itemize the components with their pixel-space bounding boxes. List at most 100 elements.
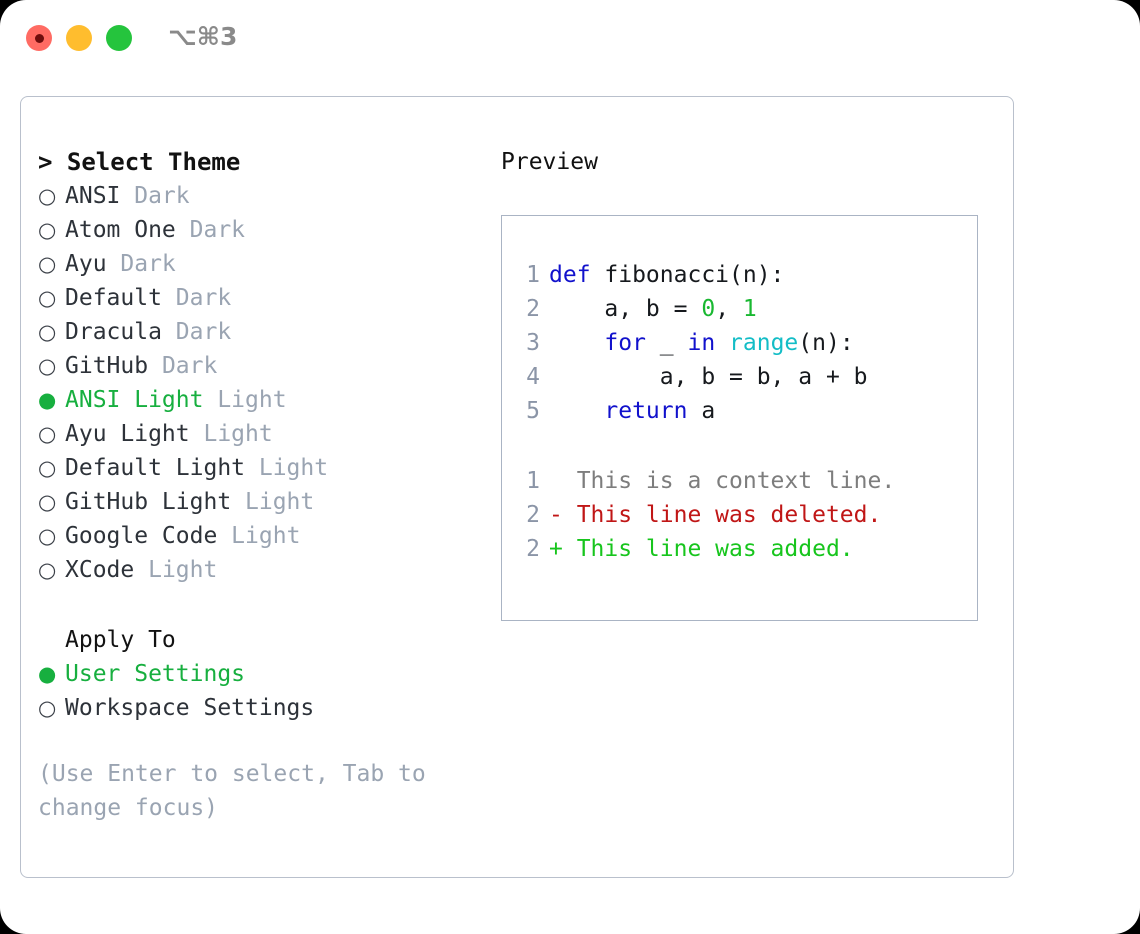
theme-option[interactable]: ○ GitHub Light Light: [38, 485, 498, 519]
theme-option-variant: Light: [245, 455, 329, 481]
radio-unselected-icon[interactable]: ○: [38, 696, 57, 720]
title-bar: ⌥⌘3: [0, 0, 1140, 78]
theme-option[interactable]: ○ Ayu Dark: [38, 247, 498, 281]
window-controls: [26, 25, 132, 51]
diff-line: 2 + This line was added.: [514, 532, 971, 566]
theme-option-label: GitHub: [65, 353, 149, 379]
theme-option-variant: Light: [134, 557, 218, 583]
radio-unselected-icon[interactable]: ○: [38, 320, 57, 344]
apply-to-option-label: User Settings: [65, 661, 246, 687]
code-token: fibonacci(n):: [590, 262, 785, 288]
code-token: a: [687, 398, 716, 424]
apply-to-option[interactable]: ● User Settings: [38, 657, 498, 691]
preview-heading: Preview: [501, 149, 598, 175]
theme-option[interactable]: ○ GitHub Dark: [38, 349, 498, 383]
line-number: 4: [526, 364, 540, 390]
code-token: [549, 398, 604, 424]
apply-to-option[interactable]: ○ Workspace Settings: [38, 691, 498, 725]
line-number: 5: [526, 398, 540, 424]
code-token: ,: [715, 296, 743, 322]
code-token: return: [604, 398, 688, 424]
code-token: (n):: [798, 330, 854, 356]
radio-unselected-icon[interactable]: ○: [38, 422, 57, 446]
radio-unselected-icon[interactable]: ○: [38, 558, 57, 582]
code-line: 2 a, b = 0, 1: [514, 292, 971, 326]
diff-line-number: 2: [526, 536, 540, 562]
code-token: [715, 330, 729, 356]
code-line-text: a, b = b, a + b: [540, 360, 868, 394]
code-line: 4 a, b = b, a + b: [514, 360, 971, 394]
theme-option-label: Google Code: [65, 523, 218, 549]
radio-unselected-icon[interactable]: ○: [38, 184, 57, 208]
theme-option-label: Atom One: [65, 217, 176, 243]
theme-option[interactable]: ○ ANSI Dark: [38, 179, 498, 213]
theme-option-label: Ayu: [65, 251, 107, 277]
diff-line: 1 This is a context line.: [514, 464, 971, 498]
code-token: [549, 330, 604, 356]
close-button[interactable]: [26, 25, 52, 51]
code-token: for: [604, 330, 646, 356]
code-token: 1: [742, 296, 757, 322]
apply-to-option-label: Workspace Settings: [65, 695, 315, 721]
theme-selector-column: > Select Theme ○ANSI Dark○Atom One Dark○…: [38, 145, 498, 825]
radio-unselected-icon[interactable]: ○: [38, 354, 57, 378]
theme-option[interactable]: ○ Default Dark: [38, 281, 498, 315]
section-spacer: [38, 587, 498, 623]
theme-option-variant: Light: [217, 523, 301, 549]
keyboard-shortcut-label: ⌥⌘3: [168, 22, 238, 51]
code-line-text: for _ in range(n):: [540, 326, 854, 360]
radio-unselected-icon[interactable]: ○: [38, 252, 57, 276]
minimize-button[interactable]: [66, 25, 92, 51]
theme-option-label: Dracula: [65, 319, 162, 345]
radio-unselected-icon[interactable]: ○: [38, 456, 57, 480]
diff-line-text: This is a context line.: [549, 468, 896, 494]
code-token: _: [645, 330, 688, 356]
theme-option[interactable]: ●ANSI Light Light: [38, 383, 498, 417]
theme-option-variant: Dark: [148, 353, 218, 379]
theme-option-variant: Dark: [175, 217, 246, 243]
theme-option-label: GitHub Light: [65, 489, 232, 515]
theme-option-variant: Dark: [161, 319, 232, 345]
diff-line-number: 1: [526, 468, 540, 494]
line-number: 1: [526, 262, 540, 288]
theme-option-label: ANSI: [65, 183, 121, 209]
theme-option[interactable]: ○ Google Code Light: [38, 519, 498, 553]
line-number: 2: [526, 296, 540, 322]
apply-to-list[interactable]: ● User Settings ○ Workspace Settings: [38, 657, 498, 725]
diff-line-text: + This line was added.: [549, 536, 854, 562]
code-line-text: return a: [540, 394, 715, 428]
theme-option-variant: Dark: [161, 285, 232, 311]
theme-option-variant: Light: [231, 489, 315, 515]
theme-option-variant: Dark: [120, 183, 190, 209]
keyboard-hint-text: (Use Enter to select, Tab to change focu…: [38, 761, 440, 821]
radio-unselected-icon[interactable]: ○: [38, 524, 57, 548]
theme-option[interactable]: ○XCode Light: [38, 553, 498, 587]
diff-sample: 1 This is a context line.2- This line wa…: [514, 464, 971, 566]
maximize-button[interactable]: [106, 25, 132, 51]
theme-option-variant: Light: [189, 421, 273, 447]
theme-option-variant: Dark: [106, 251, 176, 277]
code-token: a, b = b, a + b: [549, 364, 868, 390]
select-theme-heading: > Select Theme: [38, 148, 241, 176]
radio-selected-icon[interactable]: ●: [38, 388, 57, 412]
radio-unselected-icon[interactable]: ○: [38, 286, 57, 310]
theme-option[interactable]: ○ Dracula Dark: [38, 315, 498, 349]
theme-option[interactable]: ○Ayu Light Light: [38, 417, 498, 451]
radio-unselected-icon[interactable]: ○: [38, 218, 57, 242]
line-number: 3: [526, 330, 540, 356]
apply-to-heading: Apply To: [65, 627, 176, 653]
radio-selected-icon[interactable]: ●: [38, 662, 57, 686]
theme-list[interactable]: ○ ANSI Dark ○ Atom One Dark ○ Ayu Dark ○ Defaul…: [38, 179, 498, 587]
code-token: a, b =: [549, 296, 702, 322]
theme-option-label: ANSI Light: [65, 387, 204, 413]
theme-option[interactable]: ○ Atom One Dark: [38, 213, 498, 247]
theme-option-label: Default: [65, 285, 162, 311]
theme-option[interactable]: ○ Default Light Light: [38, 451, 498, 485]
theme-option-label: Default Light: [65, 455, 246, 481]
radio-unselected-icon[interactable]: ○: [38, 490, 57, 514]
main-panel: > Select Theme ○ANSI Dark○Atom One Dark○…: [20, 96, 1014, 878]
